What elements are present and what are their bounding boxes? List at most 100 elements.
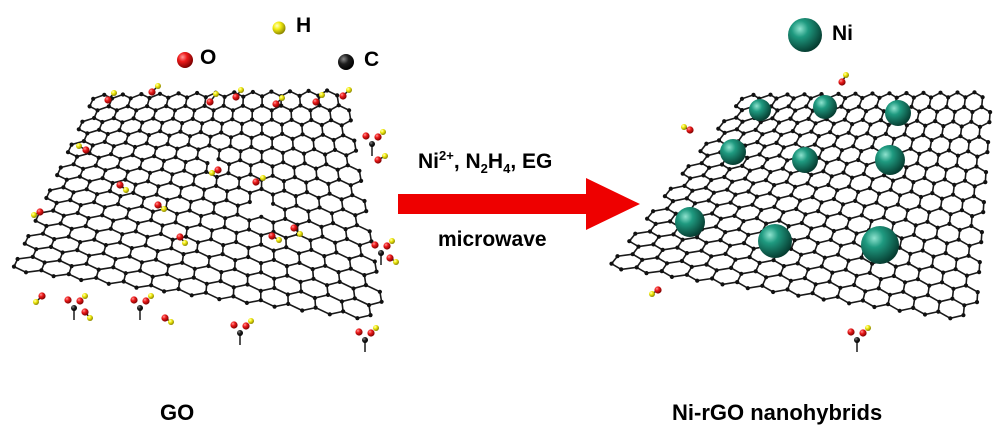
carbon-atom bbox=[75, 248, 80, 253]
carbon-atom bbox=[854, 337, 860, 343]
carbon-atom bbox=[79, 277, 84, 283]
oxygen-atom bbox=[252, 178, 260, 186]
carbon-atom bbox=[911, 305, 916, 310]
carbon-atom bbox=[141, 195, 146, 201]
carbon-atom bbox=[971, 194, 977, 199]
carbon-atom bbox=[352, 138, 357, 143]
carbon-atom bbox=[662, 194, 668, 199]
carbon-atom bbox=[633, 231, 638, 236]
carbon-atom bbox=[668, 219, 673, 224]
carbon-atom bbox=[828, 130, 833, 135]
carbon-atom bbox=[125, 104, 130, 109]
carbon-atom bbox=[987, 120, 992, 125]
carbon-atom bbox=[235, 212, 240, 217]
hydrogen-atom bbox=[260, 175, 266, 181]
carbon-atom bbox=[886, 122, 891, 127]
hydrogen-atom bbox=[276, 237, 282, 243]
carbon-atom bbox=[870, 177, 875, 182]
carbon-atom bbox=[40, 231, 46, 236]
carbon-atom bbox=[299, 122, 304, 127]
carbon-atom bbox=[758, 120, 763, 125]
carbon-atom bbox=[272, 285, 277, 291]
carbon-atom bbox=[269, 89, 274, 94]
carbon-atom bbox=[66, 272, 71, 277]
carbon-atom bbox=[206, 263, 211, 269]
carbon-atom bbox=[927, 147, 933, 152]
carbon-atom bbox=[704, 141, 709, 146]
carbon-atom bbox=[93, 163, 98, 168]
carbon-atom bbox=[952, 109, 957, 114]
hydrogen-atom bbox=[238, 87, 244, 93]
reagent-separator-1: , N bbox=[453, 150, 481, 173]
carbon-atom bbox=[220, 252, 225, 257]
carbon-atom bbox=[111, 144, 116, 149]
carbon-atom bbox=[221, 243, 226, 248]
oxygen-atom bbox=[206, 98, 214, 106]
carbon-atom bbox=[66, 234, 71, 239]
carbon-atom bbox=[864, 109, 869, 114]
carbon-atom bbox=[60, 250, 65, 255]
carbon-atom bbox=[48, 244, 54, 249]
carbon-atom bbox=[191, 182, 196, 187]
carbon-atom bbox=[81, 166, 86, 171]
carbon-atom bbox=[344, 153, 349, 158]
carbon-atom bbox=[917, 267, 922, 272]
carbon-atom bbox=[270, 173, 275, 178]
carbon-atom bbox=[775, 108, 780, 113]
carbon-atom bbox=[908, 146, 913, 151]
carbon-atom bbox=[788, 278, 794, 283]
carbon-atom bbox=[283, 235, 288, 240]
carbon-atom bbox=[931, 181, 937, 186]
carbon-atom bbox=[829, 174, 834, 179]
oxygen-atom bbox=[847, 328, 855, 336]
carbon-atom bbox=[944, 241, 950, 246]
carbon-atom bbox=[335, 167, 340, 172]
carbon-atom bbox=[177, 278, 182, 283]
carbon-atom bbox=[310, 267, 315, 272]
carbon-atom bbox=[716, 126, 721, 131]
carbon-atom bbox=[839, 148, 845, 153]
carbon-atom bbox=[872, 304, 877, 310]
carbon-atom bbox=[188, 199, 193, 204]
carbon-atom bbox=[22, 241, 27, 246]
carbon-atom bbox=[786, 224, 791, 229]
carbon-atom bbox=[333, 240, 338, 245]
carbon-atom bbox=[239, 130, 244, 136]
carbon-atom bbox=[972, 90, 977, 95]
carbon-atom bbox=[722, 130, 727, 135]
carbon-atom bbox=[863, 289, 868, 294]
carbon-atom bbox=[187, 134, 193, 139]
carbon-atom bbox=[226, 171, 231, 176]
carbon-atom bbox=[131, 190, 136, 195]
carbon-atom bbox=[354, 223, 359, 228]
carbon-atom bbox=[339, 197, 344, 202]
nickel-nanoparticles bbox=[675, 95, 911, 264]
carbon-atom bbox=[699, 248, 704, 253]
carbon-atom bbox=[291, 146, 296, 151]
carbon-atom bbox=[942, 177, 947, 182]
carbon-atom bbox=[986, 140, 991, 145]
carbon-atom bbox=[282, 188, 287, 193]
carbon-atom bbox=[180, 121, 185, 126]
carbon-atom bbox=[780, 166, 785, 171]
oxygen-atom bbox=[374, 133, 382, 141]
carbon-atom bbox=[249, 135, 254, 140]
carbon-atom bbox=[323, 152, 328, 157]
carbon-atom bbox=[269, 117, 274, 122]
carbon-atom bbox=[228, 135, 234, 140]
carbon-atom bbox=[149, 283, 154, 288]
carbon-atom bbox=[308, 108, 313, 113]
carbon-atom bbox=[51, 208, 56, 213]
carbon-atom bbox=[753, 127, 758, 132]
carbon-atom bbox=[209, 228, 214, 233]
carbon-atom bbox=[58, 221, 63, 226]
carbon-atom bbox=[225, 189, 230, 194]
carbon-atom bbox=[297, 260, 302, 265]
oxygen-atom bbox=[383, 242, 391, 250]
carbon-atom bbox=[755, 140, 760, 145]
carbon-atom bbox=[922, 175, 927, 181]
carbon-atom bbox=[751, 246, 756, 251]
carbon-atom bbox=[904, 123, 910, 128]
carbon-atom bbox=[928, 95, 934, 100]
hydrogen-legend-label: H bbox=[296, 14, 312, 37]
